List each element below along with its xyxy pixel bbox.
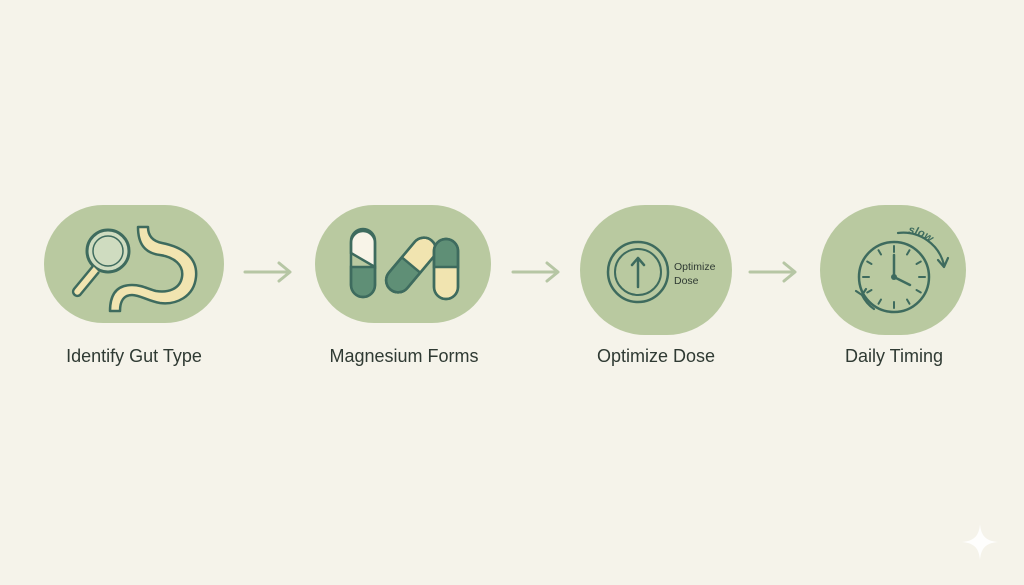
slow-text: slow xyxy=(907,224,936,246)
capsule-2 xyxy=(384,236,438,294)
step-1-badge xyxy=(44,205,224,323)
step-4-badge: slow xyxy=(820,205,966,335)
magnifier-stomach-icon xyxy=(71,225,198,313)
dose-inner-label-line2: Dose xyxy=(674,275,699,287)
arrow-right-icon xyxy=(748,261,797,283)
capsule-3 xyxy=(432,237,460,301)
step-3-label: Optimize Dose xyxy=(596,346,716,366)
dose-inner-label-line1: Optimize xyxy=(674,261,716,273)
arrow-right-icon xyxy=(511,261,560,283)
capsule-1 xyxy=(349,227,377,299)
clock-slow-icon: slow xyxy=(854,224,950,314)
sparkle-icon xyxy=(962,524,998,560)
step-4-label: Daily Timing xyxy=(844,346,944,366)
step-3-badge: Optimize Dose xyxy=(580,205,732,335)
step-2-label: Magnesium Forms xyxy=(329,346,479,366)
dose-dial-icon xyxy=(606,240,670,304)
arrow-right-icon xyxy=(243,261,292,283)
capsules-icon xyxy=(349,227,460,301)
step-1-label: Identify Gut Type xyxy=(66,346,202,366)
step-2-badge xyxy=(315,205,491,323)
